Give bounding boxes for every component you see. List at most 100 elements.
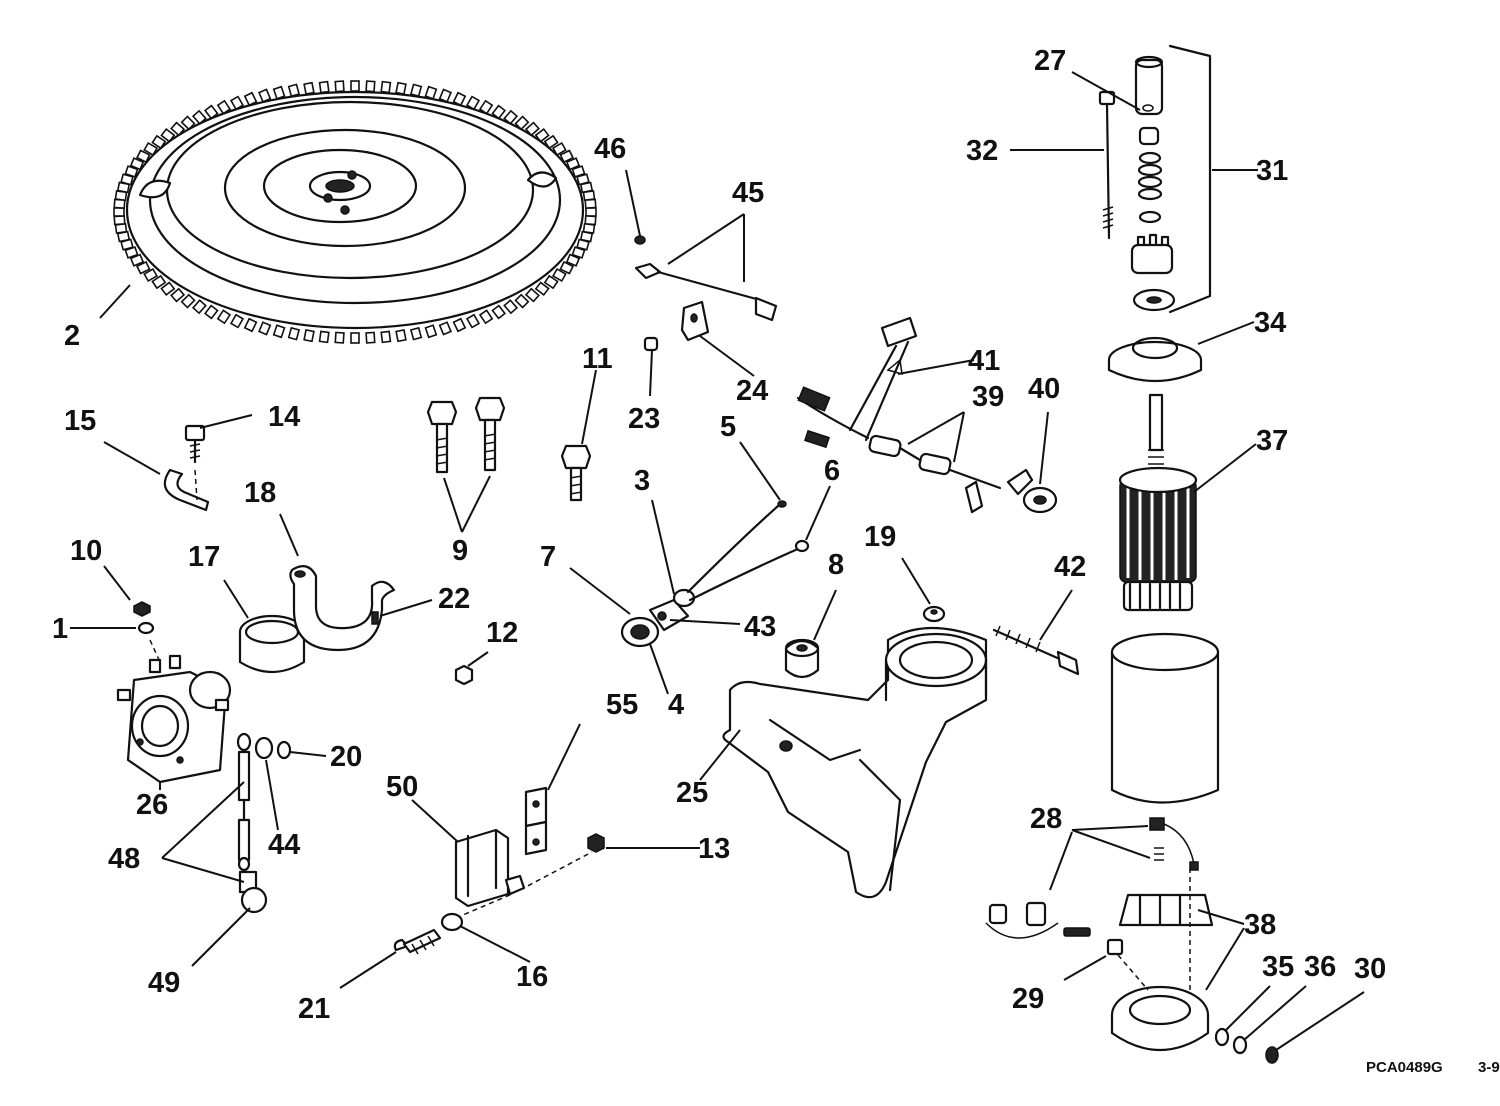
callout-34: 34 <box>1254 307 1286 339</box>
callout-46: 46 <box>594 133 626 165</box>
callout-50: 50 <box>386 771 418 803</box>
wire-harness <box>796 316 1058 514</box>
callout-25: 25 <box>676 777 708 809</box>
flywheel <box>113 80 597 344</box>
flywheel-tooth <box>514 115 530 131</box>
flywheel-tooth <box>303 328 315 343</box>
flywheel-tooth <box>216 309 232 325</box>
starter-drive-kit <box>1130 44 1212 314</box>
callout-41: 41 <box>968 345 1000 377</box>
flywheel-tooth <box>543 274 559 290</box>
callout-20: 20 <box>330 741 362 773</box>
flywheel-tooth <box>365 331 376 344</box>
flywheel-tooth <box>571 246 586 259</box>
flywheel-tooth <box>180 115 196 131</box>
figure-code: PCA0489G <box>1366 1059 1443 1076</box>
flywheel-tooth <box>524 121 540 137</box>
flywheel-tooth <box>584 215 597 226</box>
commutator-end-cap <box>1110 868 1214 1051</box>
flywheel-tooth <box>465 313 481 329</box>
callout-55: 55 <box>606 689 638 721</box>
flywheel-tooth <box>135 260 151 275</box>
flywheel-tooth <box>551 267 567 283</box>
callout-37: 37 <box>1256 425 1288 457</box>
flywheel-tooth <box>582 190 596 202</box>
flywheel-tooth <box>318 80 330 94</box>
flywheel-tooth <box>565 157 581 171</box>
callout-6: 6 <box>824 455 840 487</box>
callout-8: 8 <box>828 549 844 581</box>
nut <box>454 664 474 686</box>
flywheel-tooth <box>334 331 345 344</box>
flywheel-tooth <box>559 149 575 164</box>
callout-1: 1 <box>52 613 68 645</box>
flywheel-tooth <box>129 157 145 171</box>
flywheel-tooth <box>478 309 494 325</box>
flywheel-tooth <box>534 127 550 143</box>
callout-39: 39 <box>972 381 1004 413</box>
flywheel-tooth <box>571 165 586 178</box>
flywheel-tooth <box>151 134 167 150</box>
callout-3: 3 <box>634 465 650 497</box>
flywheel-tooth <box>551 141 567 157</box>
flywheel-tooth <box>534 281 550 297</box>
flywheel-tooth <box>272 324 286 339</box>
drive-end-cap <box>1107 336 1203 383</box>
flywheel-tooth <box>287 83 301 98</box>
flywheel-tooth <box>424 85 438 100</box>
flywheel-tooth <box>514 293 530 309</box>
flywheel-tooth <box>303 81 315 96</box>
callout-24: 24 <box>736 375 768 407</box>
callout-numbers: 1 2 3 4 5 6 7 8 9 10 11 12 13 14 15 16 1… <box>52 45 1386 1025</box>
flywheel-tooth <box>543 134 559 150</box>
flywheel-tooth <box>491 304 507 320</box>
flywheel-tooth <box>409 326 423 341</box>
starter-frame <box>1110 632 1220 804</box>
flywheel-tooth <box>559 260 575 275</box>
flywheel-tooth <box>243 317 258 333</box>
flywheel-tooth <box>318 330 330 344</box>
callout-36: 36 <box>1304 951 1336 983</box>
callout-48: 48 <box>108 843 140 875</box>
flywheel-tooth <box>438 321 452 336</box>
callout-12: 12 <box>486 617 518 649</box>
flywheel-tooth <box>135 149 151 164</box>
long-screw <box>992 625 1080 676</box>
flywheel-tooth <box>124 165 139 178</box>
grommets <box>784 605 946 679</box>
mounting-bracket <box>289 565 396 652</box>
spacer-ring <box>238 614 306 673</box>
cable-clamp <box>163 424 210 512</box>
flywheel-tooth <box>143 141 159 157</box>
starter-solenoid <box>116 654 232 784</box>
callout-28: 28 <box>1030 803 1062 835</box>
callout-15: 15 <box>64 405 96 437</box>
callout-7: 7 <box>540 541 556 573</box>
flywheel-tooth <box>503 299 519 315</box>
flywheel-tooth <box>380 330 392 344</box>
callout-19: 19 <box>864 521 896 553</box>
solenoid-cable <box>236 732 292 914</box>
callout-35: 35 <box>1262 951 1294 983</box>
flywheel-tooth <box>113 215 126 226</box>
callout-30: 30 <box>1354 953 1386 985</box>
flywheel-tooth <box>576 238 590 251</box>
solenoid-nuts <box>133 601 161 663</box>
trigger-unit <box>620 500 810 648</box>
flywheel-tooth <box>203 304 219 320</box>
flywheel-tooth <box>113 207 125 217</box>
page-reference: 3-9 <box>1478 1059 1500 1076</box>
armature <box>1118 393 1198 612</box>
flywheel-tooth <box>120 173 134 186</box>
callout-9: 9 <box>452 535 468 567</box>
flywheel-tooth <box>584 198 597 209</box>
callout-23: 23 <box>628 403 660 435</box>
flywheel-tooth <box>143 267 159 283</box>
flywheel-tooth <box>229 313 245 329</box>
flywheel-tooth <box>380 80 392 94</box>
callout-5: 5 <box>720 411 736 443</box>
flywheel-tooth <box>160 281 176 297</box>
end-cap-hardware <box>1214 1027 1279 1064</box>
